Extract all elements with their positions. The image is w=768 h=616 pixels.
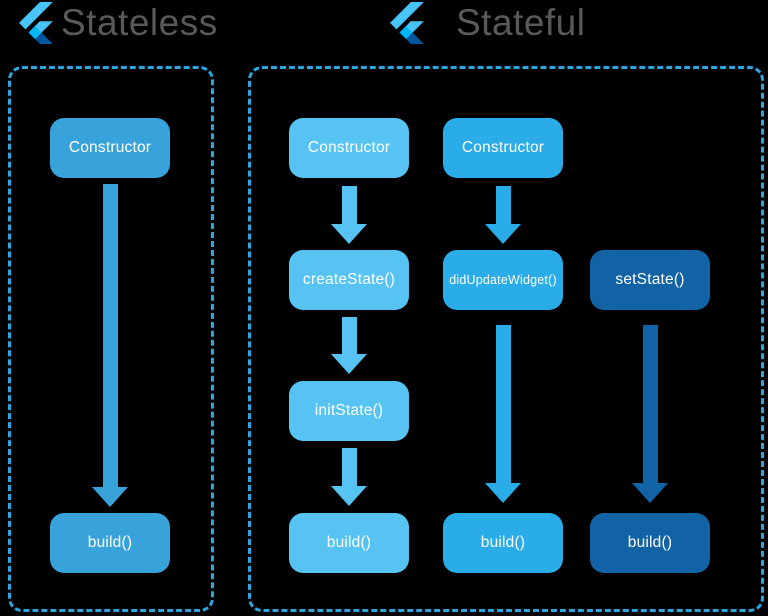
initial-build-node: build() <box>289 513 409 573</box>
stateless-header: Stateless <box>19 0 218 46</box>
stateful-panel <box>248 66 764 612</box>
flutter-logo-icon <box>19 2 53 44</box>
arrow-head <box>331 486 367 506</box>
update-build-node: build() <box>443 513 563 573</box>
arrow-head <box>632 483 668 503</box>
stateful-header: Stateful <box>390 0 585 46</box>
arrow-shaft <box>642 325 658 483</box>
arrow-head <box>485 224 521 244</box>
node-label: initState() <box>314 402 384 419</box>
node-label: Constructor <box>68 139 152 156</box>
arrow-shaft <box>495 325 511 483</box>
arrow-shaft <box>341 186 357 224</box>
node-label: build() <box>480 534 526 551</box>
node-label: setState() <box>615 271 685 288</box>
arrow-initstate-to-build <box>331 448 367 506</box>
stateless-constructor-node: Constructor <box>50 118 170 178</box>
arrow-didupdatewidget-to-build <box>485 325 521 503</box>
update-constructor-node: Constructor <box>443 118 563 178</box>
create-state-node: createState() <box>289 250 409 310</box>
arrow-constructor-to-didupdatewidget <box>485 186 521 244</box>
node-label: build() <box>627 534 673 551</box>
flutter-logo-icon <box>390 2 424 44</box>
arrow-constructor-to-createstate <box>331 186 367 244</box>
stateless-title: Stateless <box>61 2 218 43</box>
stateful-constructor-node: Constructor <box>289 118 409 178</box>
node-label: Constructor <box>307 139 391 156</box>
arrow-constructor-to-build <box>92 184 128 507</box>
stateless-build-node: build() <box>50 513 170 573</box>
did-update-widget-node: didUpdateWidget() <box>443 250 563 310</box>
arrow-setstate-to-build <box>632 325 668 503</box>
node-label: Constructor <box>461 139 545 156</box>
stateless-panel <box>8 66 214 612</box>
set-state-node: setState() <box>590 250 710 310</box>
arrow-shaft <box>341 448 357 486</box>
arrow-head <box>92 487 128 507</box>
arrow-shaft <box>341 317 357 354</box>
arrow-shaft <box>102 184 118 487</box>
arrow-shaft <box>495 186 511 224</box>
node-label: build() <box>326 534 372 551</box>
node-label: createState() <box>302 271 396 288</box>
arrow-head <box>331 354 367 374</box>
setstate-build-node: build() <box>590 513 710 573</box>
node-label: didUpdateWidget() <box>449 273 557 287</box>
node-label: build() <box>87 534 133 551</box>
arrow-head <box>331 224 367 244</box>
arrow-createstate-to-initstate <box>331 317 367 374</box>
stateful-title: Stateful <box>456 2 586 43</box>
init-state-node: initState() <box>289 381 409 441</box>
arrow-head <box>485 483 521 503</box>
